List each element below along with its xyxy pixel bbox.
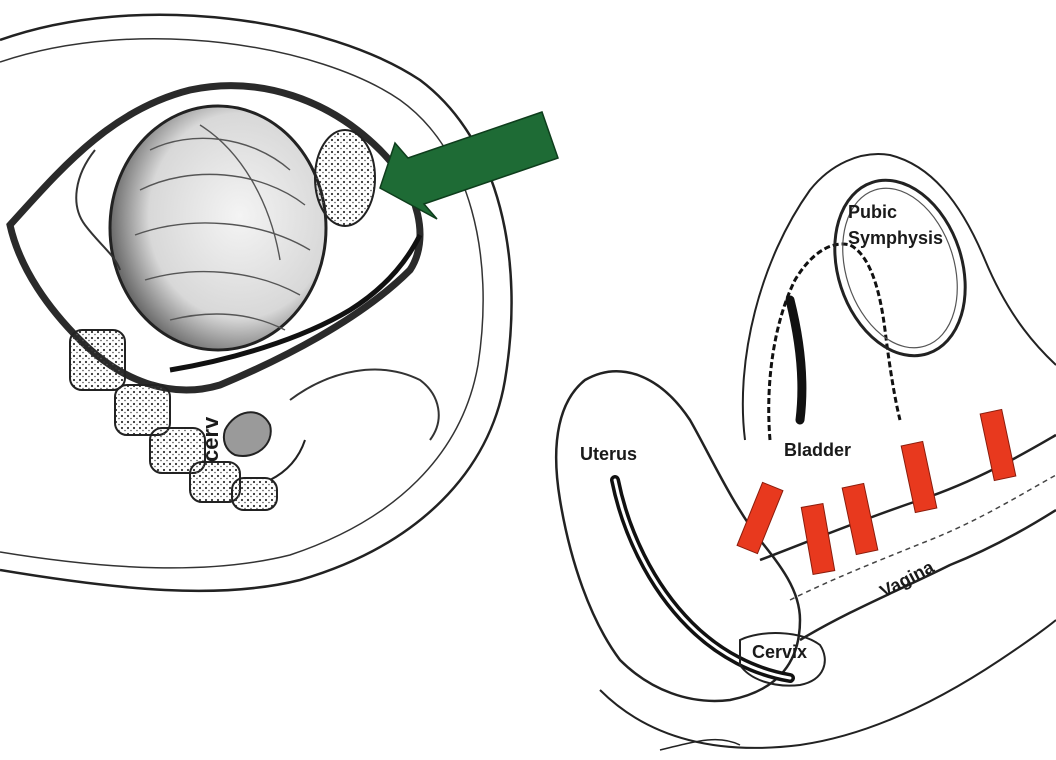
perineum-fold <box>290 370 439 440</box>
bladder-center-stain <box>790 300 802 420</box>
cervix-label-left: cerv <box>198 416 223 462</box>
uterus-label: Uterus <box>580 444 637 464</box>
right-pelvis-illustration: Pubic Symphysis Uterus Bladder Cervix Va… <box>556 154 1056 750</box>
pubic-symphysis-label-line2: Symphysis <box>848 228 943 248</box>
red-marker <box>901 441 937 512</box>
red-markers <box>737 409 1016 574</box>
left-pelvis-illustration: cerv <box>0 15 558 591</box>
cervix-label-right: Cervix <box>752 642 807 662</box>
rectum <box>224 412 271 456</box>
posterior-contour <box>600 620 1056 748</box>
red-marker <box>801 504 834 575</box>
pubic-symphysis <box>813 163 987 373</box>
bottom-stroke <box>660 740 740 750</box>
left-pubic-bone <box>315 130 375 226</box>
bladder-label: Bladder <box>784 440 851 460</box>
sacrum-vertebrae <box>70 330 305 510</box>
vagina-label: Vagina <box>876 556 937 601</box>
pubic-symphysis-label-line1: Pubic <box>848 202 897 222</box>
red-marker <box>842 483 878 554</box>
red-marker <box>980 409 1016 480</box>
